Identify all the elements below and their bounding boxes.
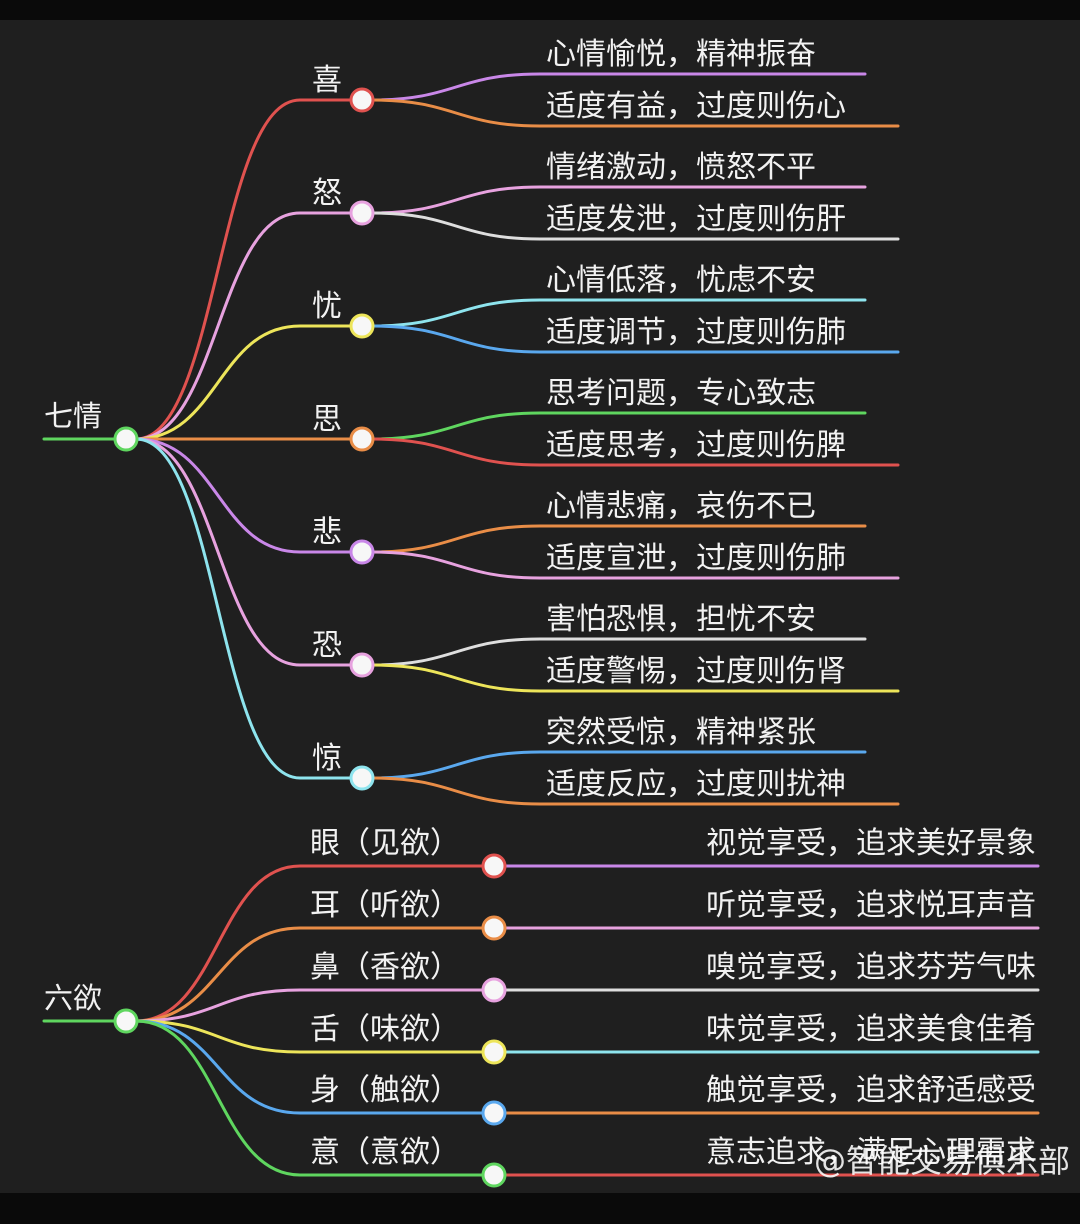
qiqing-leaf-line-5-0 bbox=[370, 637, 867, 667]
qiqing-leaf-text-5-0: 害怕恐惧，担忧不安 bbox=[546, 602, 816, 637]
qiqing-leaf-text-2-1: 适度调节，过度则伤肺 bbox=[546, 315, 846, 350]
qiqing-leaf-line-0-0 bbox=[370, 72, 867, 102]
liuyu-branch-5 bbox=[134, 1019, 485, 1177]
watermark: @智能交易俱乐部 bbox=[814, 1142, 1070, 1180]
liuyu-node-5[interactable] bbox=[481, 1162, 507, 1188]
liuyu-node-2[interactable] bbox=[481, 977, 507, 1003]
qiqing-branch-2 bbox=[134, 324, 353, 441]
liuyu-node-1[interactable] bbox=[481, 915, 507, 941]
qiqing-item-label-1: 怒 bbox=[312, 176, 342, 211]
liuyu-leaf-text-1: 听觉享受，追求悦耳声音 bbox=[706, 888, 1036, 923]
qiqing-node-0[interactable] bbox=[349, 87, 375, 113]
liuyu-root-node[interactable] bbox=[113, 1008, 139, 1034]
liuyu-branch-3 bbox=[134, 1019, 485, 1054]
qiqing-leaf-text-0-1: 适度有益，过度则伤心 bbox=[546, 89, 846, 124]
qiqing-leaf-line-3-0 bbox=[370, 411, 867, 441]
qiqing-node-6[interactable] bbox=[349, 765, 375, 791]
qiqing-leaf-line-1-1 bbox=[370, 211, 900, 241]
liuyu-node-3[interactable] bbox=[481, 1039, 507, 1065]
qiqing-leaf-text-6-1: 适度反应，过度则扰神 bbox=[546, 767, 846, 802]
liuyu-leaf-text-4: 触觉享受，追求舒适感受 bbox=[706, 1073, 1036, 1108]
qiqing-leaf-text-3-1: 适度思考，过度则伤脾 bbox=[546, 428, 846, 463]
qiqing-leaf-line-5-1 bbox=[370, 663, 900, 693]
qiqing-root-node[interactable] bbox=[113, 426, 139, 452]
liuyu-branch-0 bbox=[134, 864, 485, 1023]
liuyu-item-label-5: 意（意欲） bbox=[310, 1135, 460, 1170]
qiqing-leaf-text-6-0: 突然受惊，精神紧张 bbox=[546, 715, 816, 750]
liuyu-root-label: 六欲 bbox=[44, 981, 102, 1015]
qiqing-leaf-text-1-1: 适度发泄，过度则伤肝 bbox=[546, 202, 846, 237]
liuyu-node-0[interactable] bbox=[481, 853, 507, 879]
qiqing-node-5[interactable] bbox=[349, 652, 375, 678]
liuyu-leaf-text-5: 意志追求，满足心理需求 bbox=[706, 1135, 1036, 1170]
liuyu-branch-4 bbox=[134, 1019, 485, 1115]
qiqing-leaf-text-3-0: 思考问题，专心致志 bbox=[546, 376, 816, 411]
qiqing-branch-1 bbox=[134, 211, 353, 441]
qiqing-leaf-line-6-1 bbox=[370, 776, 900, 806]
qiqing-root-label: 七情 bbox=[44, 399, 102, 433]
qiqing-leaf-line-0-1 bbox=[370, 98, 900, 128]
bottom-border bbox=[0, 1193, 1080, 1224]
qiqing-leaf-text-2-0: 心情低落，忧虑不安 bbox=[546, 263, 816, 298]
liuyu-leaf-text-3: 味觉享受，追求美食佳肴 bbox=[706, 1012, 1036, 1047]
qiqing-item-label-0: 喜 bbox=[312, 63, 342, 98]
qiqing-leaf-line-4-1 bbox=[370, 550, 900, 580]
liuyu-branch-1 bbox=[134, 926, 485, 1023]
qiqing-leaf-line-1-0 bbox=[370, 185, 867, 215]
qiqing-item-label-3: 思 bbox=[312, 402, 342, 437]
qiqing-node-4[interactable] bbox=[349, 539, 375, 565]
liuyu-leaf-text-0: 视觉享受，追求美好景象 bbox=[706, 826, 1036, 861]
qiqing-leaf-line-2-0 bbox=[370, 298, 867, 328]
liuyu-item-label-2: 鼻（香欲） bbox=[310, 950, 460, 985]
qiqing-leaf-line-6-0 bbox=[370, 750, 867, 780]
qiqing-leaf-line-3-1 bbox=[370, 437, 900, 467]
liuyu-item-label-0: 眼（见欲） bbox=[310, 826, 460, 861]
liuyu-branch-2 bbox=[134, 988, 485, 1023]
qiqing-leaf-text-1-0: 情绪激动，愤怒不平 bbox=[546, 150, 816, 185]
qiqing-item-label-2: 忧 bbox=[312, 289, 342, 324]
qiqing-node-1[interactable] bbox=[349, 200, 375, 226]
qiqing-leaf-line-2-1 bbox=[370, 324, 900, 354]
liuyu-item-label-4: 身（触欲） bbox=[310, 1073, 460, 1108]
qiqing-node-3[interactable] bbox=[349, 426, 375, 452]
top-border bbox=[0, 0, 1080, 20]
qiqing-item-label-5: 恐 bbox=[312, 628, 342, 663]
qiqing-leaf-text-5-1: 适度警惕，过度则伤肾 bbox=[546, 654, 846, 689]
qiqing-branch-6 bbox=[134, 437, 353, 780]
qiqing-leaf-line-4-0 bbox=[370, 524, 867, 554]
qiqing-branch-5 bbox=[134, 437, 353, 667]
qiqing-item-label-4: 悲 bbox=[312, 515, 342, 550]
liuyu-leaf-text-2: 嗅觉享受，追求芬芳气味 bbox=[706, 950, 1036, 985]
liuyu-node-4[interactable] bbox=[481, 1100, 507, 1126]
qiqing-leaf-text-4-1: 适度宣泄，过度则伤肺 bbox=[546, 541, 846, 576]
qiqing-branch-4 bbox=[134, 437, 353, 554]
qiqing-leaf-text-4-0: 心情悲痛，哀伤不已 bbox=[546, 489, 816, 524]
qiqing-node-2[interactable] bbox=[349, 313, 375, 339]
liuyu-item-label-1: 耳（听欲） bbox=[310, 888, 460, 923]
qiqing-branch-0 bbox=[134, 98, 353, 441]
liuyu-item-label-3: 舌（味欲） bbox=[310, 1012, 460, 1047]
qiqing-item-label-6: 惊 bbox=[312, 741, 342, 776]
qiqing-leaf-text-0-0: 心情愉悦，精神振奋 bbox=[546, 37, 816, 72]
